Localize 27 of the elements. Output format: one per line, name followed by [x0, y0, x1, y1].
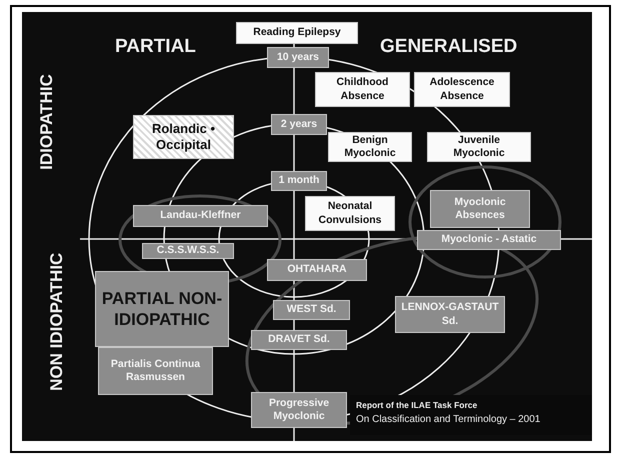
axis-heading: IDIOPATHIC [37, 73, 57, 172]
syndrome-box: WEST Sd. [273, 300, 350, 320]
syndrome-box: DRAVET Sd. [251, 330, 347, 350]
source-note: Report of the ILAE Task Force [356, 400, 478, 410]
category-box: PARTIAL NON-IDIOPATHIC [95, 271, 229, 347]
syndrome-box: Neonatal Convulsions [305, 196, 395, 231]
age-marker-box: 10 years [267, 47, 329, 68]
axis-heading: NON IDIOPATHIC [47, 252, 67, 393]
age-marker-box: 1 month [271, 171, 327, 191]
syndrome-box: Landau-Kleffner [133, 205, 268, 227]
syndrome-box: Myoclonic Absences [430, 190, 530, 228]
syndrome-box: Partialis Continua Rasmussen [98, 347, 213, 395]
quadrant-heading: PARTIAL [115, 36, 196, 58]
title-box: Reading Epilepsy [236, 22, 358, 44]
syndrome-box: Progressive Myoclonic [251, 392, 347, 428]
syndrome-box: C.S.S.W.S.S. [142, 243, 234, 259]
syndrome-box: Myoclonic - Astatic [417, 230, 561, 250]
hatched-syndrome-box: Rolandic • Occipital [133, 115, 234, 159]
syndrome-box: LENNOX-GASTAUT Sd. [395, 296, 505, 333]
syndrome-box: OHTAHARA [267, 259, 367, 281]
syndrome-box: Childhood Absence [315, 72, 410, 107]
age-marker-box: 2 years [271, 114, 327, 135]
quadrant-heading: GENERALISED [380, 36, 518, 58]
syndrome-box: Juvenile Myoclonic [427, 132, 531, 162]
syndrome-box: Benign Myoclonic [328, 132, 412, 162]
syndrome-box: Adolescence Absence [414, 72, 510, 107]
source-note: On Classification and Terminology – 2001 [356, 414, 540, 425]
